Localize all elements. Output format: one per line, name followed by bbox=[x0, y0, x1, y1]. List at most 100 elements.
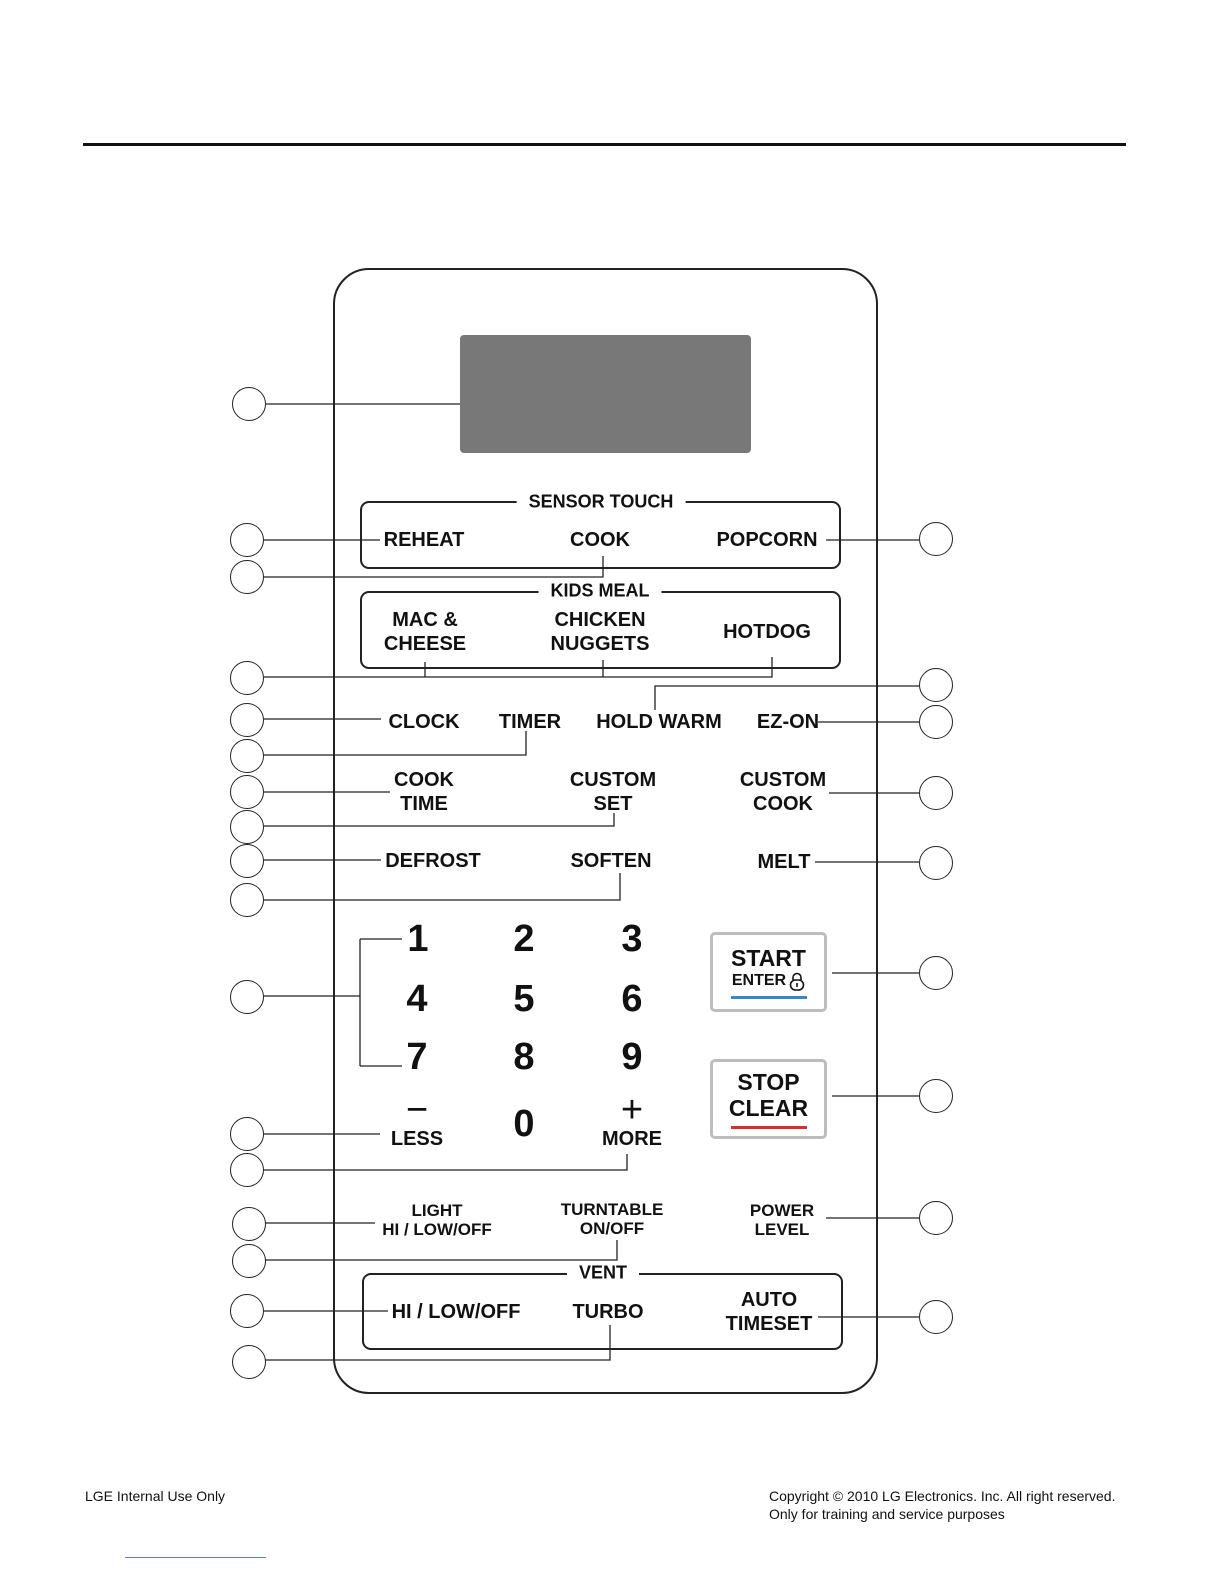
digit-9-button[interactable]: 9 bbox=[621, 1036, 643, 1078]
leader-timer bbox=[264, 731, 527, 756]
digit-4-button[interactable]: 4 bbox=[406, 978, 428, 1020]
chicken-nuggets-line1: CHICKEN bbox=[554, 609, 646, 631]
leader-turbo bbox=[264, 1325, 611, 1361]
lcd-display bbox=[460, 335, 751, 453]
callout-stop bbox=[919, 1079, 953, 1113]
callout-power bbox=[919, 1201, 953, 1235]
custom-cook-line2: COOK bbox=[753, 793, 813, 815]
callout-number-pad bbox=[230, 980, 264, 1014]
mac-cheese-line1: MAC & bbox=[392, 609, 458, 631]
callout-vent-hi bbox=[230, 1294, 264, 1328]
auto-timeset-line1: AUTO bbox=[740, 1289, 798, 1311]
stop-clear-button[interactable]: STOP CLEAR bbox=[710, 1059, 827, 1139]
callout-popcorn bbox=[919, 522, 953, 556]
callout-soften bbox=[230, 883, 264, 917]
hotdog-button[interactable]: HOTDOG bbox=[723, 621, 811, 643]
clock-button[interactable]: CLOCK bbox=[388, 711, 460, 733]
sensor-cook-button[interactable]: COOK bbox=[570, 529, 630, 551]
digit-5-button[interactable]: 5 bbox=[513, 978, 535, 1020]
stop-label: STOP bbox=[737, 1069, 800, 1095]
auto-timeset-button[interactable]: AUTO TIMESET bbox=[726, 1288, 813, 1336]
callout-clock bbox=[230, 703, 264, 737]
leader-number-pad bbox=[264, 938, 402, 1067]
more-plus-icon: + bbox=[620, 1089, 644, 1131]
enter-row: ENTER bbox=[732, 971, 805, 991]
control-panel bbox=[333, 268, 878, 1394]
clear-label: CLEAR bbox=[728, 1095, 809, 1121]
footer-copyright: Copyright © 2010 LG Electronics. Inc. Al… bbox=[769, 1487, 1115, 1523]
custom-cook-line1: CUSTOM bbox=[739, 769, 827, 791]
soften-button[interactable]: SOFTEN bbox=[570, 850, 652, 872]
digit-7-button[interactable]: 7 bbox=[406, 1036, 428, 1078]
callout-ez-on bbox=[919, 705, 953, 739]
digit-6-button[interactable]: 6 bbox=[621, 978, 643, 1020]
more-button[interactable]: MORE bbox=[602, 1128, 662, 1150]
footer-link-underline bbox=[125, 1557, 266, 1558]
power-level-button[interactable]: POWER LEVEL bbox=[750, 1201, 814, 1239]
turntable-line2: ON/OFF bbox=[579, 1219, 645, 1238]
light-button[interactable]: LIGHT HI / LOW/OFF bbox=[382, 1201, 492, 1239]
light-line1: LIGHT bbox=[411, 1201, 463, 1220]
mac-cheese-button[interactable]: MAC & CHEESE bbox=[384, 608, 466, 656]
sensor-touch-title: SENSOR TOUCH bbox=[516, 491, 686, 513]
callout-auto-timeset bbox=[919, 1300, 953, 1334]
less-minus-icon: − bbox=[405, 1089, 429, 1131]
power-level-line2: LEVEL bbox=[754, 1220, 810, 1239]
vent-hi-low-off-button[interactable]: HI / LOW/OFF bbox=[391, 1301, 521, 1323]
vent-title: VENT bbox=[566, 1262, 640, 1284]
hold-warm-button[interactable]: HOLD WARM bbox=[596, 711, 722, 733]
callout-cook-time bbox=[230, 775, 264, 809]
timer-button[interactable]: TIMER bbox=[498, 711, 562, 733]
kids-meal-title: KIDS MEAL bbox=[538, 580, 662, 602]
turbo-button[interactable]: TURBO bbox=[572, 1301, 644, 1323]
leader-cook bbox=[264, 556, 604, 578]
custom-set-line1: CUSTOM bbox=[569, 769, 657, 791]
custom-set-button[interactable]: CUSTOM SET bbox=[570, 768, 656, 816]
turntable-line1: TURNTABLE bbox=[560, 1200, 664, 1219]
digit-3-button[interactable]: 3 bbox=[621, 918, 643, 960]
callout-cook bbox=[230, 560, 264, 594]
callout-less bbox=[230, 1117, 264, 1151]
popcorn-button[interactable]: POPCORN bbox=[716, 529, 818, 551]
callout-start bbox=[919, 956, 953, 990]
power-level-line1: POWER bbox=[749, 1201, 815, 1220]
custom-set-line2: SET bbox=[593, 793, 633, 815]
ez-on-button[interactable]: EZ-ON bbox=[756, 711, 820, 733]
melt-button[interactable]: MELT bbox=[757, 851, 811, 873]
callout-light bbox=[232, 1207, 266, 1241]
digit-8-button[interactable]: 8 bbox=[513, 1036, 535, 1078]
callout-turbo bbox=[232, 1345, 266, 1379]
mac-cheese-line2: CHEESE bbox=[383, 633, 467, 655]
callout-custom-cook bbox=[919, 776, 953, 810]
leader-custom-set bbox=[264, 813, 615, 827]
turntable-button[interactable]: TURNTABLE ON/OFF bbox=[561, 1200, 664, 1238]
callout-defrost bbox=[230, 844, 264, 878]
callout-reheat bbox=[230, 523, 264, 557]
header-rule bbox=[83, 143, 1126, 146]
chicken-nuggets-line2: NUGGETS bbox=[550, 633, 650, 655]
cook-time-button[interactable]: COOK TIME bbox=[394, 768, 454, 816]
callout-more bbox=[230, 1153, 264, 1187]
footer-left: LGE Internal Use Only bbox=[85, 1488, 226, 1504]
leader-more bbox=[264, 1154, 628, 1171]
chicken-nuggets-button[interactable]: CHICKEN NUGGETS bbox=[551, 608, 650, 656]
digit-0-button[interactable]: 0 bbox=[513, 1103, 535, 1145]
custom-cook-button[interactable]: CUSTOM COOK bbox=[740, 768, 826, 816]
start-label: START bbox=[731, 945, 806, 971]
reheat-button[interactable]: REHEAT bbox=[383, 529, 465, 551]
light-line2: HI / LOW/OFF bbox=[382, 1220, 492, 1239]
footer-copyright-line1: Copyright © 2010 LG Electronics. Inc. Al… bbox=[769, 1488, 1116, 1504]
digit-2-button[interactable]: 2 bbox=[513, 918, 535, 960]
digit-1-button[interactable]: 1 bbox=[407, 918, 429, 960]
less-button[interactable]: LESS bbox=[390, 1128, 444, 1150]
leader-hold-warm bbox=[654, 685, 919, 710]
leader-turntable bbox=[264, 1240, 618, 1261]
callout-display bbox=[232, 387, 266, 421]
stop-accent-bar bbox=[730, 1126, 807, 1129]
defrost-button[interactable]: DEFROST bbox=[385, 850, 481, 872]
start-enter-button[interactable]: START ENTER bbox=[710, 932, 827, 1012]
callout-turntable bbox=[232, 1244, 266, 1278]
cook-time-line2: TIME bbox=[400, 793, 448, 815]
start-accent-bar bbox=[730, 996, 807, 999]
footer-copyright-line2: Only for training and service purposes bbox=[769, 1506, 1005, 1522]
